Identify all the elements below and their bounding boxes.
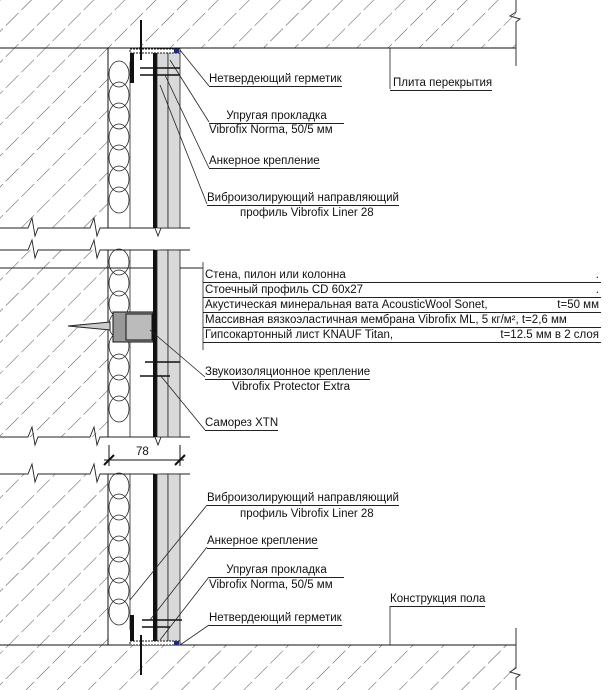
floor-slab [0,628,522,690]
label-mount-title: Звукоизоляционное крепление [205,366,371,380]
layer-name: Акустическая минеральная вата AcousticWo… [205,299,488,311]
layer-name: Стоечный профиль CD 60x27 [205,284,364,296]
ceiling-slab [0,0,522,66]
wool-loop [108,395,130,423]
wool-loop [108,144,130,172]
leader-lines [129,48,391,646]
label-liner-title-top: Виброизолирующий направляющий [207,192,399,206]
wool-loop [108,248,130,276]
label-pad-model-bottom: Vibrofix Norma, 50/5 мм [209,579,333,591]
layer-row: Стоечный профиль CD 60x27. [203,283,601,298]
wall-column [0,48,109,645]
layer-value: t=50 мм [557,299,599,311]
wool-loop [108,60,130,88]
layer-row: Массивная вязкоэластичная мембрана Vibro… [203,313,601,328]
label-floor-construction: Конструкция пола [390,593,486,607]
label-pad-title-top: Упругая прокладка [209,110,344,124]
layer-name: Массивная вязкоэластичная мембрана Vibro… [205,314,567,326]
label-ceiling-slab: Плита перекрытия [390,77,493,91]
wool-loop [108,374,130,402]
wool-loop [108,186,130,214]
label-sealant-bottom: Нетвердеющий герметик [209,612,342,626]
label-liner-model-bottom: профиль Vibrofix Liner 28 [240,508,374,520]
layer-value: t=12.5 мм в 2 слоя [500,329,599,341]
layer-row: Стена, пилон или колонна. [203,268,601,283]
wool-loop [108,472,130,500]
dimension-value: 78 [136,446,149,458]
label-anchor-bottom: Анкерное крепление [207,535,318,549]
mineral-wool-insulation [108,60,131,630]
wool-loop [108,556,130,584]
label-pad-title-bottom: Упругая прокладка [209,564,344,578]
wool-loop [108,598,130,626]
label-anchor-top: Анкерное крепление [209,155,320,169]
wool-loop [108,102,130,130]
wool-loop [108,353,130,381]
wool-loop [108,81,130,109]
layer-row: Гипсокартонный лист KNAUF Titan, t=12.5 м… [203,328,601,343]
layer-value: . [595,269,599,281]
wool-loop [108,123,130,151]
layer-name: Стена, пилон или колонна [205,269,346,281]
wool-loop [108,577,130,605]
label-liner-title-bottom: Виброизолирующий направляющий [207,492,399,506]
label-pad-model-top: Vibrofix Norma, 50/5 мм [209,124,333,136]
label-sealant-top: Нетвердеющий герметик [209,73,342,87]
wool-loop [108,165,130,193]
layer-name: Гипсокартонный лист KNAUF Titan, [205,329,394,341]
cd-profile [153,50,157,644]
wool-loop [108,493,130,521]
wool-loop [108,535,130,563]
wool-loop [108,269,130,297]
dimension-78 [103,445,186,466]
layer-row: Акустическая минеральная вата AcousticWo… [203,298,601,313]
gypsum-boards [156,48,181,645]
wool-loop [108,514,130,542]
vibrofix-protector-mount [67,311,180,377]
label-mount-model: Vibrofix Protector Extra [232,381,351,393]
top-guide-profile [129,20,181,83]
label-liner-model-top: профиль Vibrofix Liner 28 [240,207,374,219]
label-screw: Саморез XTN [205,417,279,431]
layer-value: . [595,284,599,296]
